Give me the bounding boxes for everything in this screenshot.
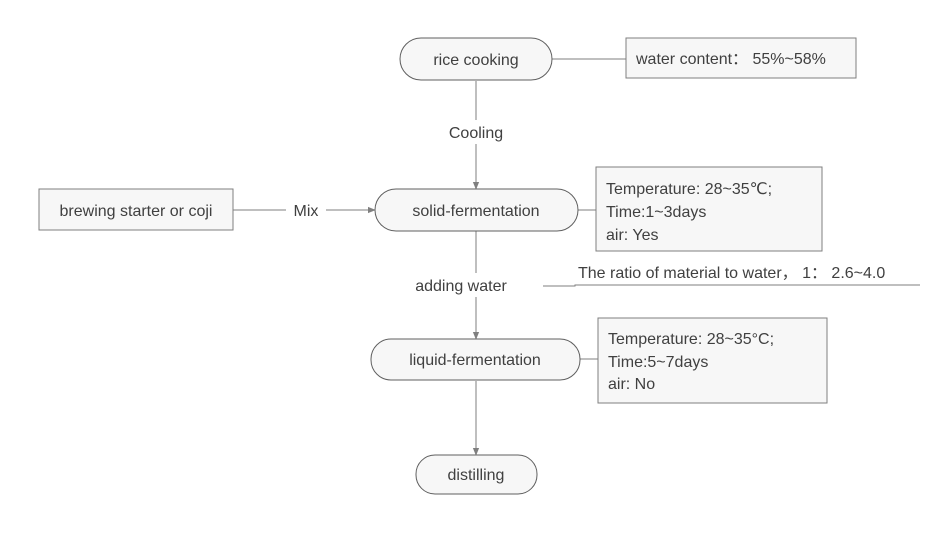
rice-cooking-label: rice cooking [433, 52, 518, 69]
distilling-label: distilling [448, 467, 505, 484]
solid-time-text: Time:1~3days [606, 204, 706, 221]
adding-water-label-bg [405, 273, 517, 297]
liquid-air-text: air: No [608, 376, 655, 393]
liquid-time-text: Time:5~7days [608, 354, 708, 371]
liquid-fermentation-label: liquid-fermentation [409, 352, 541, 369]
liquid-fermentation-note: Temperature: 28~35°C; Time:5~7days air: … [597, 317, 828, 404]
cooling-label-bg [440, 120, 512, 144]
solid-air-text: air: Yes [606, 227, 658, 244]
cooling-label: Cooling [449, 125, 503, 142]
brewing-starter-node: brewing starter or coji [38, 188, 234, 231]
ratio-underline [543, 284, 920, 287]
rice-cooking-node: rice cooking [399, 37, 553, 81]
distilling-node: distilling [415, 454, 538, 495]
mix-label: Mix [294, 203, 319, 220]
adding-water-label: adding water [415, 278, 507, 295]
liquid-fermentation-node: liquid-fermentation [370, 338, 581, 381]
solid-fermentation-node: solid-fermentation [374, 188, 579, 232]
solid-fermentation-note: Temperature: 28~35℃; Time:1~3days air: Y… [595, 166, 823, 252]
brewing-starter-label: brewing starter or coji [60, 203, 213, 220]
solid-temperature-text: Temperature: 28~35℃; [606, 181, 772, 198]
ratio-label: The ratio of material to water， 1： 2.6~4… [578, 265, 885, 282]
mix-label-bg [286, 199, 326, 223]
liquid-temperature-text: Temperature: 28~35°C; [608, 331, 774, 348]
water-content-label: water content： 55%~58% [635, 51, 826, 68]
solid-fermentation-label: solid-fermentation [412, 203, 539, 220]
water-content-note: water content： 55%~58% [625, 37, 857, 79]
